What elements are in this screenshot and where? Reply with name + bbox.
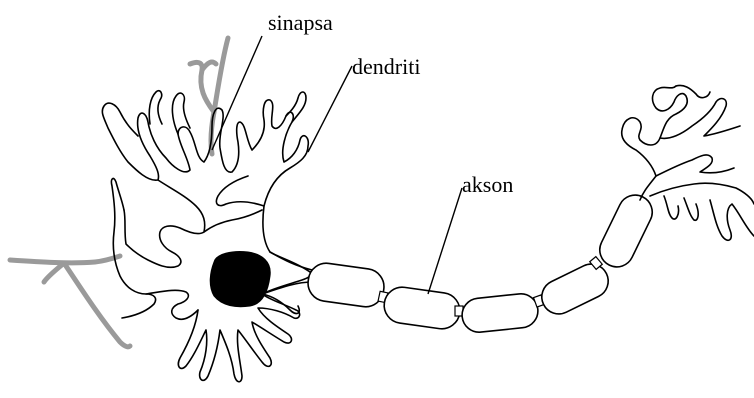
dendrite-right-upper (216, 176, 264, 206)
axon-terminal-outline (622, 86, 688, 200)
dendrites-pointer (308, 66, 352, 152)
dendrite-upper-left (149, 91, 162, 124)
myelin-segment-1 (306, 261, 387, 309)
soma-outline (102, 100, 310, 272)
synapse-label: sinapsa (268, 10, 333, 35)
dendrites-label: dendriti (352, 54, 420, 79)
soma-body-left (124, 180, 205, 267)
myelin-segment-2 (382, 285, 462, 331)
myelin-segment-5 (594, 189, 658, 272)
dendrite-mid-inner (204, 210, 262, 232)
soma-and-dendrites (102, 91, 310, 382)
dendrite-upper-right-branch (286, 92, 306, 122)
dendrite-left-stub (111, 179, 155, 318)
axon-terminal-mid (656, 155, 734, 176)
synaptic-fiber-left-tip (44, 263, 64, 282)
axon (262, 189, 658, 333)
myelin-segment-4 (536, 258, 614, 319)
axon-label: akson (462, 172, 513, 197)
nucleus (210, 251, 270, 306)
myelin-segment-3 (460, 292, 539, 334)
axon-pointer (428, 188, 462, 294)
axon-hillock-bottom (262, 282, 312, 294)
axon-terminal-top-stub (676, 85, 710, 97)
synaptic-fiber-top-tip (202, 62, 216, 70)
axon-terminal-bottom-loops (664, 196, 754, 240)
